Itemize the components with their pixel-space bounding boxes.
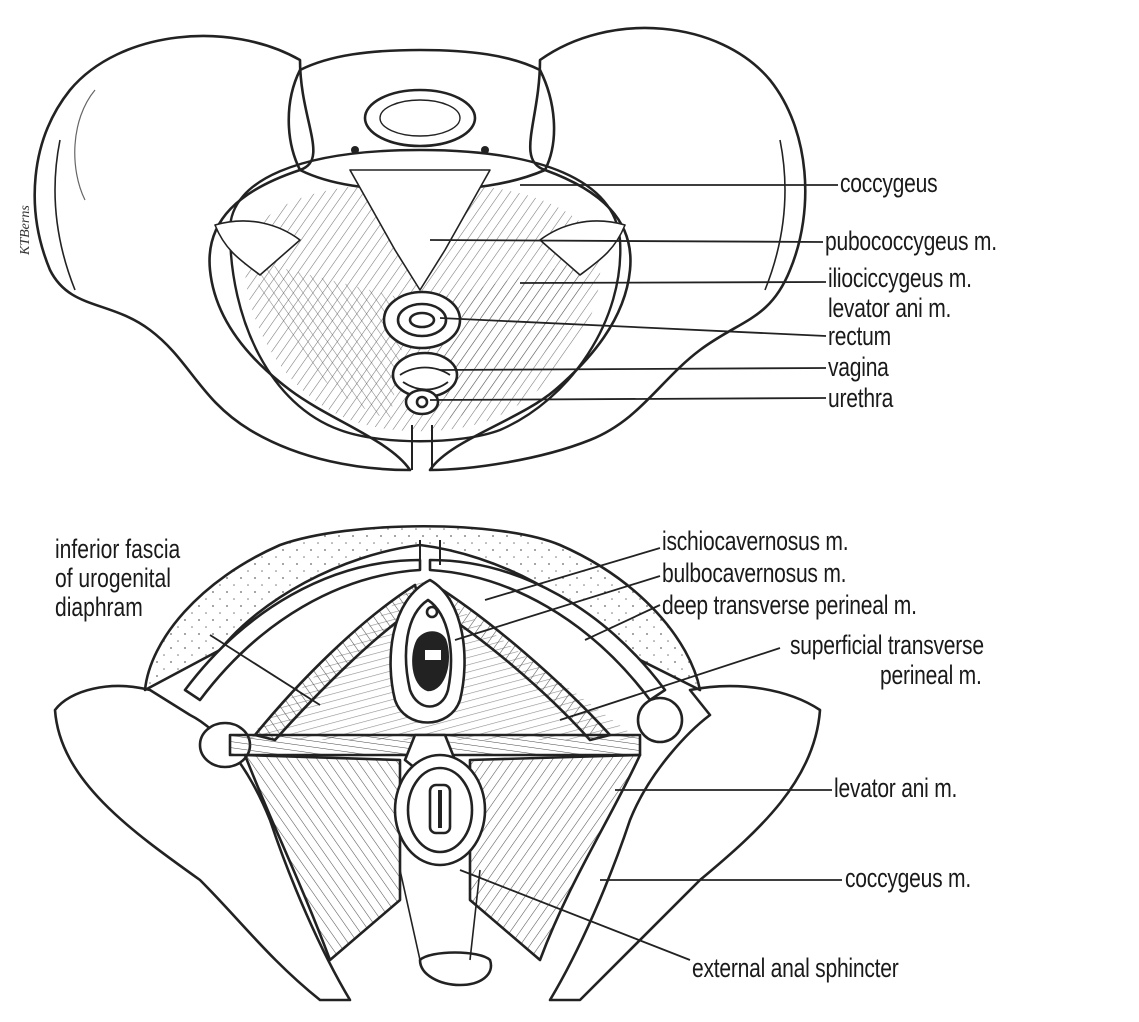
coccyx-bottom — [420, 953, 491, 986]
label-external-anal-sphincter: external anal sphincter — [692, 955, 899, 982]
vaginal-orifice — [413, 633, 447, 691]
label-iliococcygeus: iliociccygeus m. — [828, 265, 972, 292]
levator-ani-right — [470, 755, 640, 960]
right-ischial-tuberosity — [638, 698, 682, 742]
label-levator-ani-top: levator ani m. — [828, 295, 951, 322]
label-deep-transverse-perineal: deep transverse perineal m. — [662, 592, 917, 619]
label-superficial-transverse-1: superficial transverse — [790, 632, 984, 659]
label-rectum: rectum — [828, 323, 891, 350]
urethra-opening — [406, 390, 438, 414]
label-superficial-transverse-2: perineal m. — [880, 662, 982, 689]
sacrum — [289, 50, 554, 190]
label-vagina: vagina — [828, 354, 889, 381]
label-pubococcygeus: pubococcygeus m. — [825, 228, 997, 255]
top-pelvis-view — [35, 28, 838, 470]
label-urethra: urethra — [828, 385, 893, 412]
label-coccygeus: coccygeus — [840, 170, 937, 197]
artist-signature: KTBerns — [18, 205, 34, 255]
label-inferior-fascia: inferior fascia of urogenital diaphram — [55, 535, 180, 622]
label-ischiocavernosus: ischiocavernosus m. — [662, 528, 848, 555]
rectum-opening — [384, 292, 460, 348]
label-bulbocavernosus: bulbocavernosus m. — [662, 560, 846, 587]
sacral-body — [365, 90, 475, 146]
label-levator-ani-bottom: levator ani m. — [834, 775, 957, 802]
pubic-symphysis — [412, 425, 432, 470]
label-coccygeus-m: coccygeus m. — [845, 865, 971, 892]
levator-ani-left — [245, 755, 400, 960]
